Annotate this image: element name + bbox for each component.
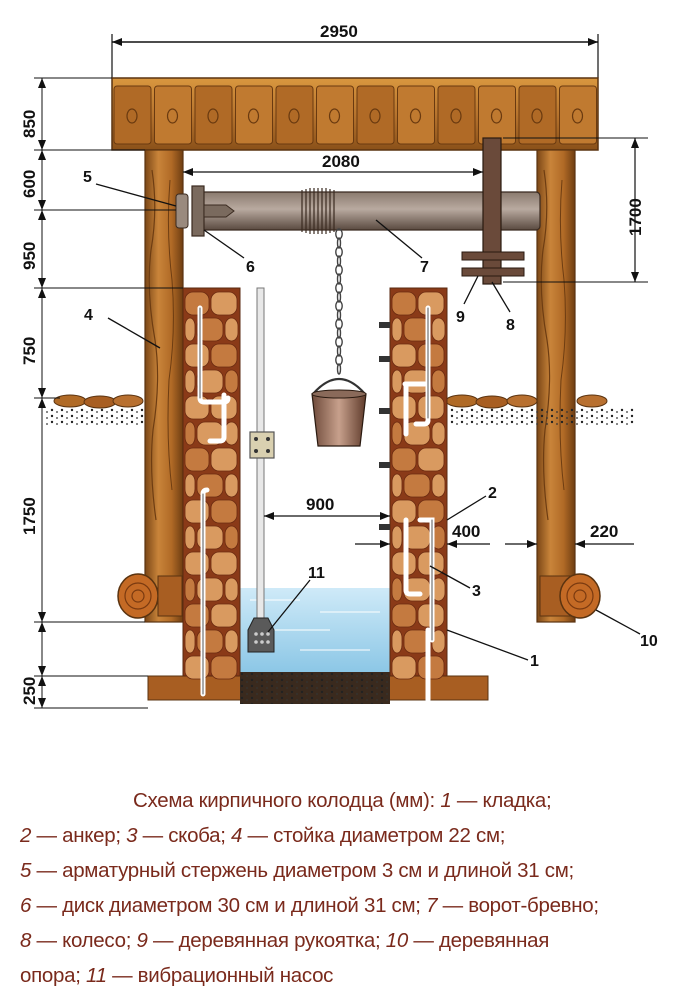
callout-8: 8 (506, 317, 515, 334)
right-post (536, 149, 576, 623)
dim-left-ticks (38, 78, 46, 708)
dim-crank-span: 2080 (183, 152, 483, 176)
callout-1: 1 (530, 653, 539, 670)
chain (335, 228, 343, 375)
caption-line-5: 8 — колесо; 9 — деревянная рукоятка; 10 … (20, 929, 550, 952)
vibration-pump (247, 617, 275, 653)
dim-label-beam-height: 850 (20, 110, 39, 138)
dim-handle-height: 1700 (503, 137, 648, 283)
windlass-log (199, 188, 541, 234)
dim-label-post-diameter: 220 (590, 522, 618, 541)
caption-line-1: Схема кирпичного колодца (мм): 1 — кладк… (133, 789, 552, 812)
dim-label-underground: 1750 (20, 497, 39, 535)
caption-line-3: 5 — арматурный стержень диаметром 3 см и… (20, 859, 574, 882)
left-post (144, 149, 184, 623)
right-log-support (539, 573, 601, 619)
dim-label-handle-height: 1700 (626, 198, 645, 236)
pump-pipe (249, 287, 275, 619)
bucket (311, 378, 367, 447)
dim-label-base: 250 (20, 677, 39, 705)
dim-inner-diameter: 900 (264, 495, 390, 520)
callout-6: 6 (246, 259, 255, 276)
dim-label-crank-span: 2080 (322, 152, 360, 171)
callout-9: 9 (456, 309, 465, 326)
right-brick-wall (389, 287, 448, 680)
well-diagram: 2 950 (20, 22, 658, 709)
callout-7: 7 (420, 259, 429, 276)
caption-line-2: 2 — анкер; 3 — скоба; 4 — стойка диаметр… (20, 824, 506, 847)
dim-top-width: 2950 (111, 22, 599, 78)
callout-leaders (95, 183, 641, 661)
left-log-support (117, 573, 183, 619)
disk (191, 185, 205, 237)
dim-label-upper-gap: 600 (20, 170, 39, 198)
dim-label-top-width: 2950 (320, 22, 358, 41)
caption-line-6: опора; 11 — вибрационный насос (20, 964, 334, 987)
dim-label-crank-to-wall: 950 (20, 242, 39, 270)
dim-label-wall-thickness: 400 (452, 522, 480, 541)
dim-label-inner-diameter: 900 (306, 495, 334, 514)
anchors (379, 322, 390, 530)
left-brick-wall (182, 287, 241, 680)
top-beam (111, 77, 599, 151)
ground-right (445, 394, 634, 426)
callout-10: 10 (640, 633, 658, 650)
callout-4: 4 (84, 307, 93, 324)
brackets-outline (199, 307, 433, 695)
callout-11: 11 (308, 565, 325, 582)
callout-3: 3 (472, 583, 481, 600)
callout-5: 5 (83, 169, 92, 186)
dim-post-diameter: 220 (505, 522, 634, 548)
caption-line-4: 6 — диск диаметром 30 см и длиной 31 см;… (20, 894, 599, 917)
dim-wall-thickness: 400 (355, 522, 490, 548)
wheel (461, 137, 525, 285)
rebar-rod (175, 193, 235, 229)
dim-label-wall-above-ground: 750 (20, 337, 39, 365)
callout-2: 2 (488, 485, 497, 502)
ground-left (45, 394, 145, 426)
caption: Схема кирпичного колодца (мм): 1 — кладк… (20, 783, 670, 993)
